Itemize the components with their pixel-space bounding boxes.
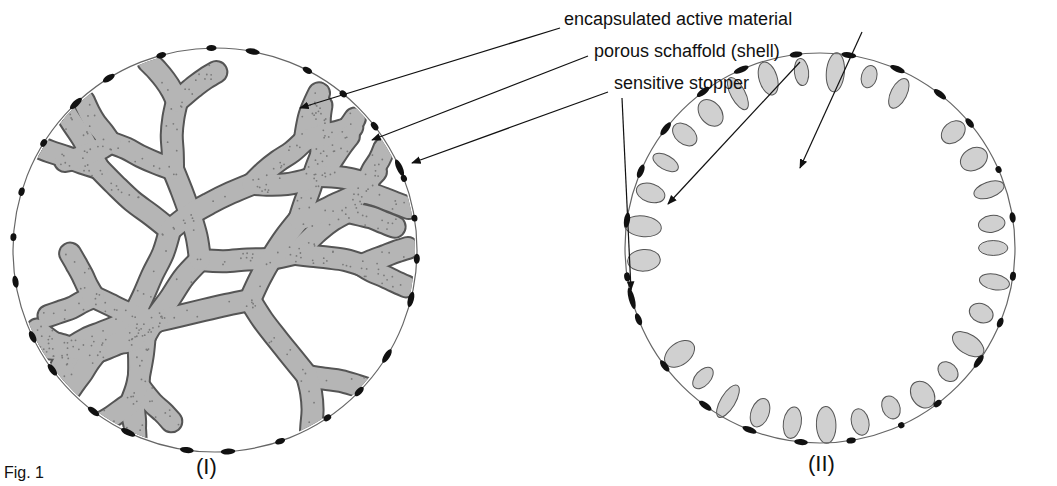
part-label: porous schaffold (shell) (594, 42, 780, 62)
sensitive-stopper (380, 348, 393, 364)
shell-blob (793, 58, 810, 86)
sensitive-stopper (635, 164, 646, 179)
sensitive-stopper (841, 51, 857, 59)
porous-scaffold (0, 55, 426, 486)
sensitive-stopper (86, 405, 100, 418)
figure-number: (II) (808, 452, 835, 476)
shell-blob (849, 407, 872, 437)
sensitive-stopper (17, 187, 25, 197)
sensitive-stopper (659, 121, 673, 137)
sensitive-stopper (411, 214, 418, 222)
shell-blob (634, 180, 668, 207)
sensitive-stopper (180, 446, 195, 454)
sensitive-stopper (995, 317, 1004, 329)
leader-lines (300, 28, 862, 290)
sensitive-stopper (369, 121, 380, 132)
capsule-outline (625, 53, 1015, 443)
sensitive-stopper (221, 448, 236, 455)
shell-blob (979, 241, 1008, 256)
capsule-outline (13, 48, 417, 452)
sensitive-stopper (245, 47, 260, 56)
sensitive-stopper (302, 65, 314, 75)
shell-blob (884, 75, 913, 111)
sensitive-stopper (206, 45, 216, 51)
sensitive-stopper (353, 385, 365, 398)
sensitive-stopper (120, 426, 137, 438)
sensitive-stopper (10, 233, 16, 241)
figure-caption-number: Fig. 1 (4, 464, 44, 482)
shell-blob (712, 382, 743, 421)
figure-number: (I) (196, 455, 217, 479)
sensitive-stopper (406, 291, 416, 308)
sensitive-stopper (889, 63, 906, 75)
sensitive-stopper (39, 138, 48, 148)
shell-blob (627, 248, 661, 272)
sensitive-stopper (68, 96, 83, 111)
capsule-one (0, 45, 426, 486)
leader-line (300, 28, 560, 108)
shell-blob (956, 143, 992, 176)
sensitive-stopper (846, 437, 856, 444)
shell-blob (977, 214, 1006, 234)
sensitive-stopper (794, 438, 808, 445)
shell-blob (859, 64, 880, 90)
sensitive-stopper (1009, 271, 1016, 281)
sensitive-stopper (322, 413, 332, 423)
leader-line (800, 32, 862, 168)
sensitive-stopper (626, 287, 637, 310)
sensitive-stopper (393, 158, 406, 177)
shell-blob (650, 149, 681, 175)
sensitive-stopper (972, 353, 986, 369)
shell-blob (755, 60, 782, 98)
sensitive-stopper (789, 51, 802, 59)
shell-blob (781, 406, 804, 440)
sensitive-stopper (897, 421, 905, 429)
sensitive-stopper (932, 398, 943, 408)
shell-blob (689, 363, 717, 392)
sensitive-stopper (27, 330, 38, 344)
sensitive-stopper (741, 424, 757, 435)
sensitive-stopper (46, 362, 59, 377)
leader-line (412, 92, 608, 163)
shell-blob (972, 177, 1007, 202)
shell-blob (934, 358, 962, 386)
shell-blob (905, 376, 940, 412)
capsule-two (623, 51, 1017, 446)
sensitive-stopper (1009, 212, 1017, 223)
sensitive-stopper (697, 399, 713, 413)
part-label: sensitive stopper (614, 74, 749, 94)
sensitive-stopper (964, 117, 976, 130)
sensitive-stopper (633, 312, 643, 326)
shell-blob (816, 406, 837, 444)
sensitive-stopper (414, 254, 420, 264)
sensitive-stopper (274, 437, 286, 446)
sensitive-stopper (102, 72, 116, 84)
sensitive-stopper (156, 51, 167, 59)
sensitive-stopper (994, 165, 1002, 174)
sensitive-stopper (658, 359, 671, 373)
sensitive-stopper (12, 275, 20, 288)
leader-line (372, 56, 588, 140)
shell-blob (878, 393, 904, 422)
shell-blob (668, 119, 701, 151)
sensitive-stopper (932, 87, 947, 101)
shell-blob (966, 300, 996, 326)
part-label: encapsulated active material (564, 10, 792, 30)
shell-blob (693, 95, 728, 132)
shell-blob (978, 271, 1011, 292)
leader-line (622, 98, 631, 290)
shell-blob (747, 396, 774, 430)
shell-blob (825, 52, 846, 93)
shell-blob (937, 116, 970, 148)
